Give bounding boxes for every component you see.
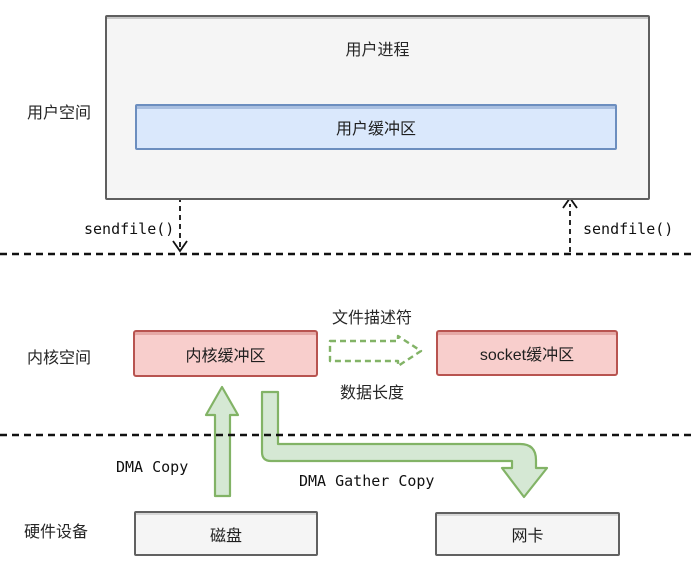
socket-buffer-label: socket缓冲区 xyxy=(479,347,575,364)
kernel-space-label: 内核空间 xyxy=(27,350,92,367)
socket-buffer-box: socket缓冲区 xyxy=(436,330,618,376)
user-process-title: 用户进程 xyxy=(345,42,410,59)
dma-copy-arrow xyxy=(204,385,240,498)
user-buffer-box: 用户缓冲区 xyxy=(135,104,617,150)
nic-label: 网卡 xyxy=(511,528,544,545)
sendfile-return-label: sendfile() xyxy=(583,220,674,238)
kernel-buffer-box: 内核缓冲区 xyxy=(133,330,318,377)
sendfile-call-arrow-down xyxy=(172,197,188,253)
descriptor-transfer-arrow xyxy=(328,334,423,368)
user-buffer-label: 用户缓冲区 xyxy=(335,121,416,138)
nic-box: 网卡 xyxy=(435,512,620,556)
sendfile-return-arrow-up xyxy=(562,196,578,252)
dma-copy-label: DMA Copy xyxy=(116,458,189,476)
sendfile-call-label: sendfile() xyxy=(84,220,175,238)
disk-box: 磁盘 xyxy=(134,511,318,556)
file-descriptor-label: 文件描述符 xyxy=(332,310,413,327)
hardware-label: 硬件设备 xyxy=(24,524,89,541)
disk-label: 磁盘 xyxy=(209,527,242,545)
user-space-label: 用户空间 xyxy=(27,105,92,122)
dma-gather-copy-label: DMA Gather Copy xyxy=(299,472,435,490)
data-length-label: 数据长度 xyxy=(340,385,405,402)
kernel-buffer-label: 内核缓冲区 xyxy=(185,347,266,365)
